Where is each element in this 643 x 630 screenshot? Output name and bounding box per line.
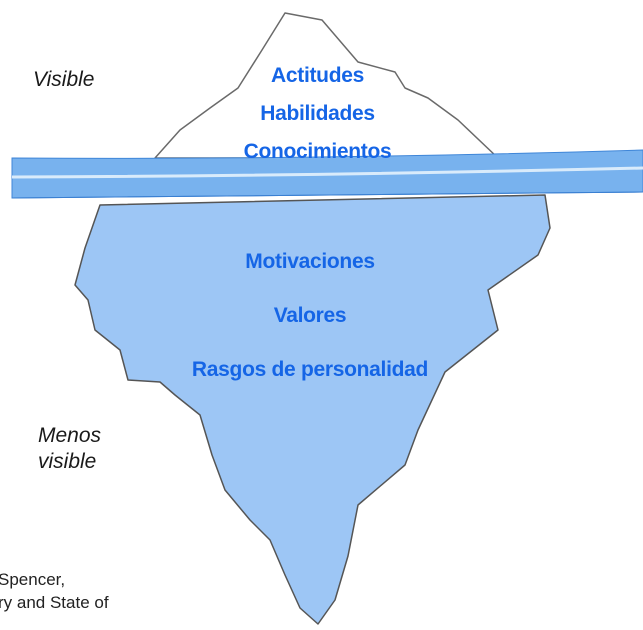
less-visible-label-line1: Menos [38,424,102,447]
keyword-motivaciones: Motivaciones [245,250,375,273]
citation-line1: Spencer, [0,570,66,589]
submerged-iceberg [74,194,551,625]
less-visible-label-line2: visible [38,450,97,473]
visible-label: Visible [33,68,95,91]
citation-line2: ry and State of [0,593,109,612]
water-highlight [11,166,643,179]
keyword-conocimientos: Conocimientos [243,140,392,163]
keyword-habilidades: Habilidades [260,102,375,125]
keyword-actitudes: Actitudes [271,64,364,87]
iceberg-tip [154,12,499,159]
water-bottom-line [11,191,643,199]
keyword-valores: Valores [273,304,347,327]
keyword-rasgos: Rasgos de personalidad [191,358,429,381]
